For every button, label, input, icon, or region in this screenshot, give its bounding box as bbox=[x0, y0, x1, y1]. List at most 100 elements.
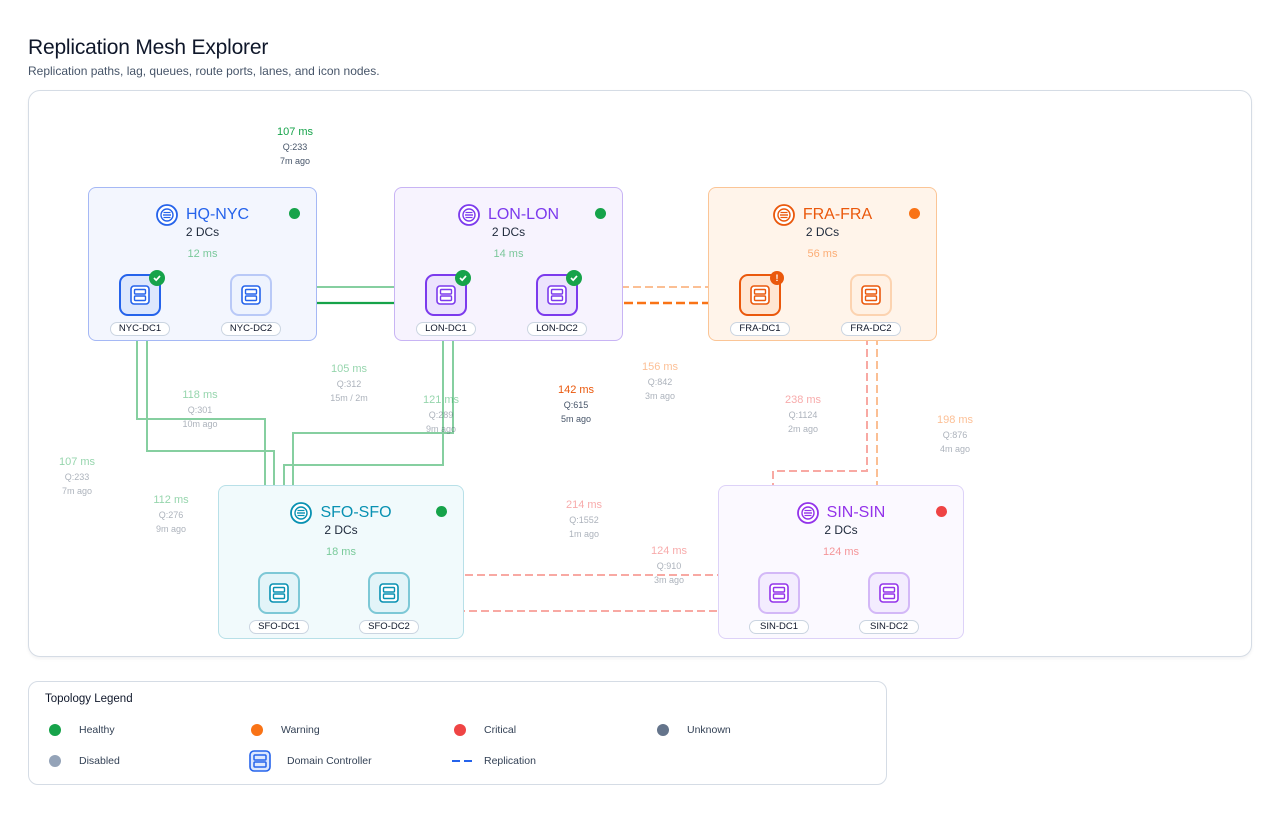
legend-label: Replication bbox=[484, 755, 536, 767]
site-name: SFO-SFO bbox=[320, 504, 392, 521]
link-queue: Q:301 bbox=[187, 405, 213, 415]
link-latency-ms: 142 ms bbox=[557, 384, 595, 396]
unknown-dot-icon bbox=[657, 724, 669, 736]
site-status-dot bbox=[936, 506, 947, 517]
link-age: 1m ago bbox=[568, 529, 600, 539]
link-latency-label[interactable]: 121 ms Q:289 9m ago bbox=[401, 393, 481, 436]
link-latency-ms: 214 ms bbox=[565, 499, 603, 511]
link-age: 7m ago bbox=[61, 486, 93, 496]
site-fra-fra[interactable]: FRA-FRA 2 DCs 56 ms ! FRA-DC1 FRA-DC2 bbox=[708, 187, 937, 341]
dc-label: SIN-DC1 bbox=[749, 620, 809, 634]
server-icon bbox=[750, 285, 770, 305]
link-age: 3m ago bbox=[644, 391, 676, 401]
site-header: HQ-NYC bbox=[89, 204, 316, 226]
site-name: LON-LON bbox=[487, 206, 560, 223]
dc-label: LON-DC2 bbox=[527, 322, 587, 336]
dc-icon-box bbox=[258, 572, 300, 614]
check-icon bbox=[455, 270, 471, 286]
legend-disabled: Disabled bbox=[49, 755, 120, 767]
dc-label: NYC-DC2 bbox=[221, 322, 281, 336]
link-latency-ms: 107 ms bbox=[58, 456, 96, 468]
site-latency: 18 ms bbox=[326, 546, 356, 558]
site-dc-count: 2 DCs bbox=[805, 225, 840, 239]
link-age: 7m ago bbox=[279, 156, 311, 166]
link-age: 4m ago bbox=[939, 444, 971, 454]
link-latency-label[interactable]: 118 ms Q:301 10m ago bbox=[160, 388, 240, 431]
legend-label: Disabled bbox=[79, 755, 120, 767]
link-age: 9m ago bbox=[155, 524, 187, 534]
link-queue: Q:276 bbox=[158, 510, 184, 520]
legend-title: Topology Legend bbox=[45, 693, 133, 705]
legend-label: Warning bbox=[281, 724, 320, 736]
dc-label: FRA-DC2 bbox=[841, 322, 901, 336]
dc-label: FRA-DC1 bbox=[730, 322, 790, 336]
site-status-dot bbox=[909, 208, 920, 219]
server-icon bbox=[436, 285, 456, 305]
link-age: 3m ago bbox=[653, 575, 685, 585]
link-latency-ms: 124 ms bbox=[650, 545, 688, 557]
legend-label: Domain Controller bbox=[287, 755, 372, 767]
link-queue: Q:233 bbox=[64, 472, 90, 482]
site-globe-icon bbox=[458, 204, 480, 226]
link-latency-label[interactable]: 112 ms Q:276 9m ago bbox=[131, 493, 211, 536]
site-lon-lon[interactable]: LON-LON 2 DCs 14 ms LON-DC1 LON-DC2 bbox=[394, 187, 623, 341]
legend-replication: Replication bbox=[452, 755, 536, 767]
disabled-dot-icon bbox=[49, 755, 61, 767]
link-latency-label[interactable]: 238 ms Q:1124 2m ago bbox=[763, 393, 843, 436]
link-latency-label[interactable]: 156 ms Q:842 3m ago bbox=[620, 360, 700, 403]
link-age: 9m ago bbox=[425, 424, 457, 434]
link-age: 10m ago bbox=[182, 419, 218, 429]
link-queue: Q:615 bbox=[563, 400, 589, 410]
link-queue: Q:876 bbox=[942, 430, 968, 440]
link-latency-label[interactable]: 124 ms Q:910 3m ago bbox=[629, 544, 709, 587]
dc-label: SIN-DC2 bbox=[859, 620, 919, 634]
dc-label: LON-DC1 bbox=[416, 322, 476, 336]
link-latency-label[interactable]: 142 ms Q:615 5m ago bbox=[536, 383, 616, 426]
site-name: HQ-NYC bbox=[185, 206, 250, 223]
link-latency-label[interactable]: 107 ms Q:233 7m ago bbox=[37, 455, 117, 498]
server-icon bbox=[241, 285, 261, 305]
site-header: LON-LON bbox=[395, 204, 622, 226]
legend-label: Healthy bbox=[79, 724, 115, 736]
site-sin-sin[interactable]: SIN-SIN 2 DCs 124 ms SIN-DC1 SIN-DC2 bbox=[718, 485, 964, 639]
link-latency-ms: 156 ms bbox=[641, 361, 679, 373]
dc-label: SFO-DC2 bbox=[359, 620, 419, 634]
server-icon bbox=[249, 750, 271, 772]
link-latency-label[interactable]: 214 ms Q:1552 1m ago bbox=[544, 498, 624, 541]
server-icon bbox=[130, 285, 150, 305]
site-status-dot bbox=[595, 208, 606, 219]
check-icon bbox=[566, 270, 582, 286]
warning-icon: ! bbox=[770, 271, 784, 285]
link-latency-label[interactable]: 198 ms Q:876 4m ago bbox=[915, 413, 995, 456]
link-latency-label[interactable]: 105 ms Q:312 15m / 2m bbox=[309, 362, 389, 405]
link-latency-label[interactable]: 107 ms Q:233 7m ago bbox=[255, 125, 335, 168]
server-icon bbox=[379, 583, 399, 603]
legend-domain-controller: Domain Controller bbox=[249, 750, 372, 772]
site-dc-count: 2 DCs bbox=[185, 225, 220, 239]
legend-label: Unknown bbox=[687, 724, 731, 736]
dc-icon-box bbox=[368, 572, 410, 614]
legend-unknown: Unknown bbox=[657, 724, 731, 736]
site-header: SFO-SFO bbox=[219, 502, 463, 524]
link-queue: Q:312 bbox=[336, 379, 362, 389]
site-latency: 56 ms bbox=[807, 248, 838, 260]
legend-healthy: Healthy bbox=[49, 724, 115, 736]
link-age: 15m / 2m bbox=[330, 393, 368, 403]
topology-legend: Topology Legend Healthy Warning Critical… bbox=[28, 681, 887, 785]
dc-icon-box bbox=[230, 274, 272, 316]
site-hq-nyc[interactable]: HQ-NYC 2 DCs 12 ms NYC-DC1 NYC-DC2 bbox=[88, 187, 317, 341]
link-latency-ms: 105 ms bbox=[330, 363, 368, 375]
site-header: SIN-SIN bbox=[719, 502, 963, 524]
dc-icon-box bbox=[850, 274, 892, 316]
site-sfo-sfo[interactable]: SFO-SFO 2 DCs 18 ms SFO-DC1 SFO-DC2 bbox=[218, 485, 464, 639]
link-latency-ms: 198 ms bbox=[936, 414, 974, 426]
link-latency-ms: 118 ms bbox=[182, 389, 218, 401]
site-name: FRA-FRA bbox=[802, 206, 873, 223]
site-dc-count: 2 DCs bbox=[491, 225, 526, 239]
topology-canvas[interactable]: HQ-NYC 2 DCs 12 ms NYC-DC1 NYC-DC2 LON-L… bbox=[28, 90, 1252, 657]
server-icon bbox=[879, 583, 899, 603]
site-status-dot bbox=[436, 506, 447, 517]
link-latency-ms: 112 ms bbox=[153, 494, 189, 506]
site-latency: 14 ms bbox=[493, 248, 524, 260]
site-status-dot bbox=[289, 208, 300, 219]
